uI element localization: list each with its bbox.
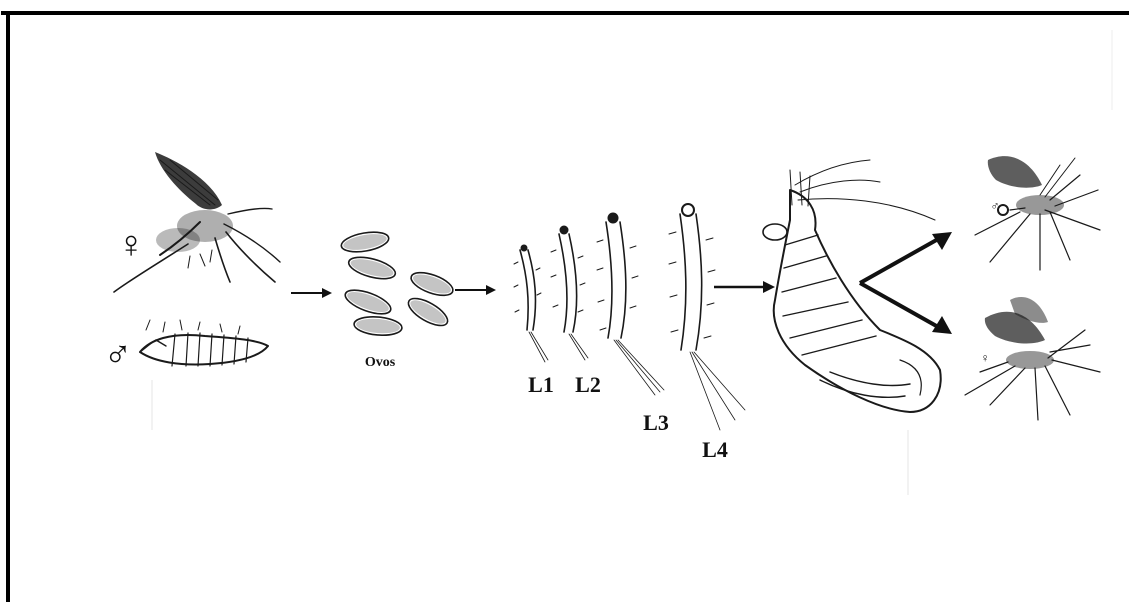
larva-stage-label: L3 [643,410,669,435]
adult-male-symbol: ♂ [991,199,1000,213]
larva-stage-label: L1 [528,372,554,397]
adult-female-symbol: ♀ [981,351,990,365]
larva-stage-label: L2 [575,372,601,397]
larva-stage-label: L4 [702,437,728,462]
eggs-label: Ovos [365,355,396,370]
male-symbol: ♂ [104,334,133,376]
female-symbol: ♀ [117,224,146,266]
